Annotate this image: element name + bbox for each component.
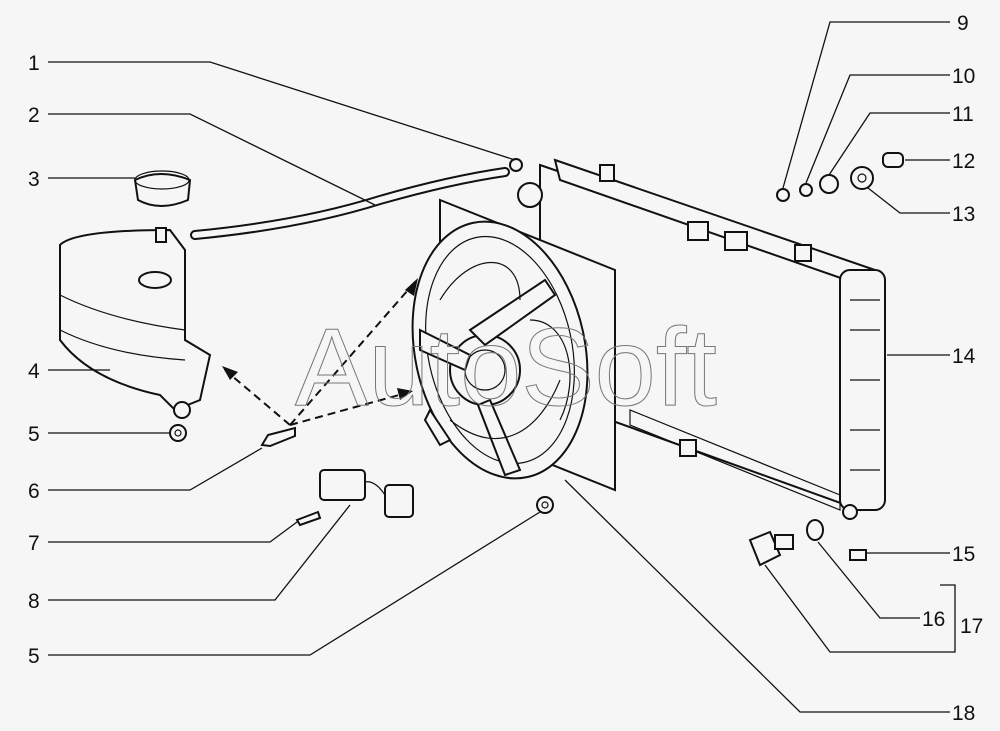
callout-18: 18 bbox=[952, 702, 975, 725]
radiator bbox=[517, 158, 886, 520]
callout-7: 7 bbox=[28, 532, 40, 555]
callout-15: 15 bbox=[952, 543, 975, 566]
expansion-tank bbox=[59, 227, 212, 419]
callout-1: 1 bbox=[28, 52, 40, 75]
callout-4: 4 bbox=[28, 360, 40, 383]
callout-17: 17 bbox=[960, 615, 983, 638]
callout-14: 14 bbox=[952, 345, 976, 368]
callout-5: 5 bbox=[28, 423, 40, 446]
callout-3: 3 bbox=[28, 168, 40, 191]
callout-10: 10 bbox=[952, 65, 975, 88]
callout-12: 12 bbox=[952, 150, 975, 173]
watermark: AutoSoft bbox=[295, 306, 717, 429]
callout-5-second: 5 bbox=[28, 645, 40, 668]
small-parts bbox=[169, 152, 904, 567]
tank-cap bbox=[133, 170, 192, 207]
assembly-arrows bbox=[224, 281, 416, 426]
callout-16: 16 bbox=[922, 608, 945, 631]
callout-8: 8 bbox=[28, 590, 40, 613]
callout-2: 2 bbox=[28, 104, 40, 127]
callout-13: 13 bbox=[952, 203, 975, 226]
callout-11: 11 bbox=[952, 103, 974, 126]
fan-assembly bbox=[411, 198, 616, 492]
callout-9: 9 bbox=[957, 12, 969, 35]
callout-6: 6 bbox=[28, 480, 40, 503]
leader-lines bbox=[48, 21, 956, 713]
